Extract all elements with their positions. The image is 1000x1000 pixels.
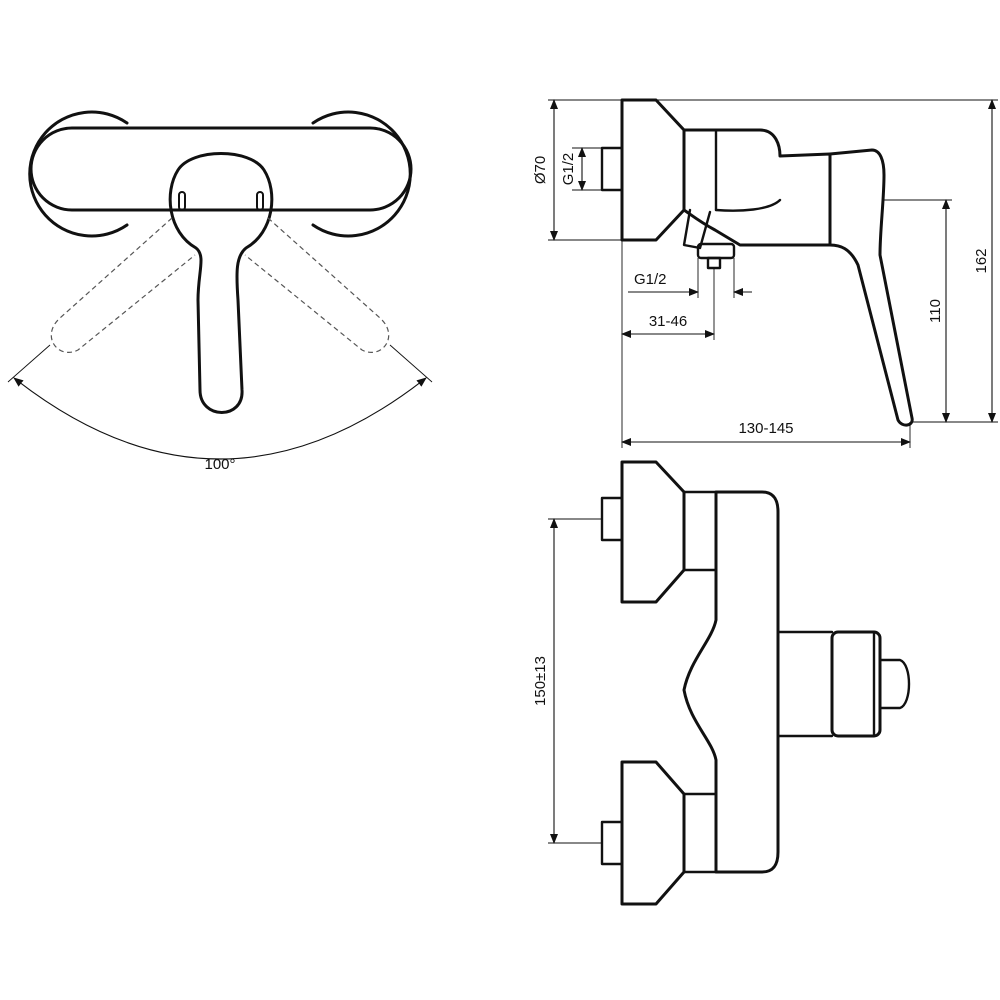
angle-ext-right	[389, 344, 433, 383]
rosette-diameter-label: Ø70	[532, 156, 549, 184]
top-rosette-upper	[620, 460, 686, 604]
side-outlet-tip	[706, 256, 722, 270]
side-outlet-nut	[696, 242, 736, 260]
top-body	[682, 490, 780, 874]
top-connector-upper	[682, 490, 718, 572]
mixer-body	[29, 126, 413, 212]
outlet-thread-label: G1/2	[634, 271, 667, 288]
right-rosette	[311, 110, 412, 238]
top-knob-tip	[878, 658, 911, 710]
outlet-offset-label: 31-46	[649, 313, 687, 330]
side-inlet-nipple	[600, 146, 624, 192]
lever-height-label: 110	[927, 299, 944, 323]
top-inlet-nipple-lower	[600, 820, 624, 866]
top-rosette-lower	[620, 760, 686, 906]
top-view: 150±13	[532, 460, 911, 906]
cap-slot-right	[256, 191, 264, 211]
top-inlet-nipple-upper	[600, 496, 624, 542]
ghost-lever-right	[244, 217, 390, 353]
inlet-thread-label: G1/2	[560, 153, 577, 186]
side-body-lower	[714, 198, 782, 212]
side-view: Ø70 G1/2 G1/2 31-46 130-145 110 162	[532, 98, 998, 448]
projection-label: 130-145	[738, 420, 793, 437]
front-view: 100°	[7, 110, 433, 473]
lever-handle	[168, 152, 274, 414]
left-rosette	[28, 110, 129, 238]
swing-angle-label: 100°	[204, 456, 235, 473]
angle-ext-left	[7, 344, 51, 383]
top-connector-lower	[682, 792, 718, 874]
side-spout	[682, 208, 712, 250]
angle-arc	[13, 377, 427, 460]
cap-slot-left	[178, 191, 186, 211]
overall-height-label: 162	[973, 248, 990, 273]
side-rosette	[620, 98, 686, 242]
top-stub	[776, 630, 834, 738]
ghost-lever-left	[50, 217, 196, 353]
inlet-centers-label: 150±13	[532, 656, 549, 706]
side-lever	[828, 148, 914, 427]
